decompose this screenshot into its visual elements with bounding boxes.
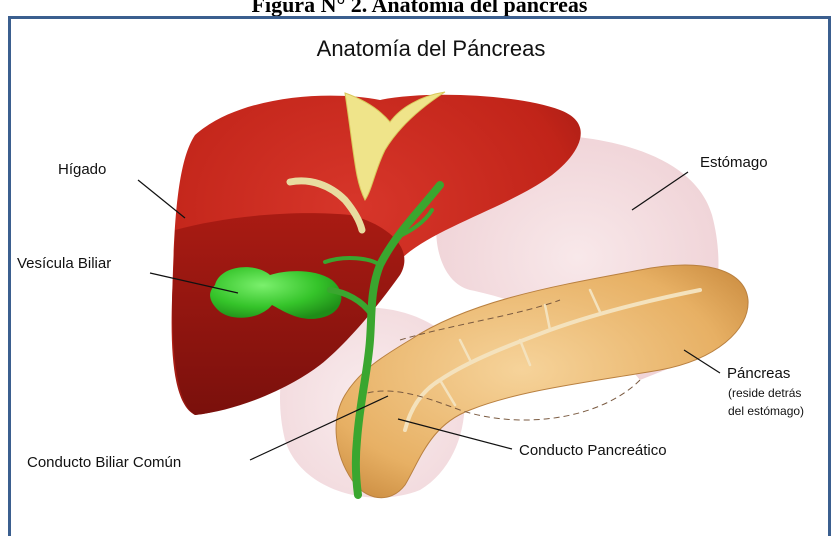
label-stomach: Estómago: [700, 154, 768, 171]
label-pancreatic-duct: Conducto Pancreático: [519, 442, 667, 459]
pancreas-shape: [336, 265, 748, 498]
label-pancreas: Páncreas: [727, 365, 790, 382]
label-gallbladder: Vesícula Biliar: [17, 255, 111, 272]
label-common-bile-duct: Conducto Biliar Común: [27, 454, 181, 471]
label-pancreas-note-2: del estómago): [728, 404, 804, 418]
diagram-title: Anatomía del Páncreas: [317, 36, 546, 61]
label-pancreas-note-1: (reside detrás: [728, 386, 801, 400]
label-liver: Hígado: [58, 161, 106, 178]
